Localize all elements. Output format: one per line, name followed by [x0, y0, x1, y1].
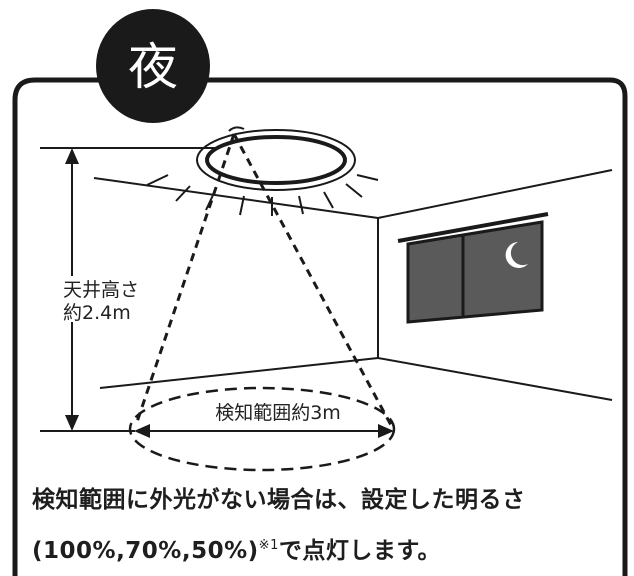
crescent-moon-icon — [505, 242, 528, 268]
window — [397, 212, 549, 324]
room-lines — [93, 169, 613, 401]
ceiling-light-icon — [196, 126, 356, 191]
caption-line2: (100%,70%,50%)※1で点灯します。 — [32, 523, 612, 574]
detection-cone — [134, 133, 394, 428]
footnote-mark: ※1 — [258, 538, 279, 553]
caption: 検知範囲に外光がない場合は、設定した明るさ (100%,70%,50%)※1で点… — [32, 478, 612, 574]
ceiling-height-label-line2: 約2.4m — [63, 302, 131, 324]
ceiling-height-label-line1: 天井高さ — [63, 279, 139, 301]
frame-border — [12, 77, 628, 576]
range-dimension — [134, 424, 394, 438]
detection-range-label: 検知範囲約3m — [215, 402, 341, 424]
night-badge-label: 夜 — [128, 38, 178, 96]
caption-brightness-values: (100%,70%,50%) — [32, 538, 259, 564]
caption-line1: 検知範囲に外光がない場合は、設定した明るさ — [32, 487, 526, 513]
caption-line2-end: で点灯します。 — [278, 538, 442, 564]
detection-area — [128, 386, 396, 472]
night-badge: 夜 — [96, 9, 210, 123]
